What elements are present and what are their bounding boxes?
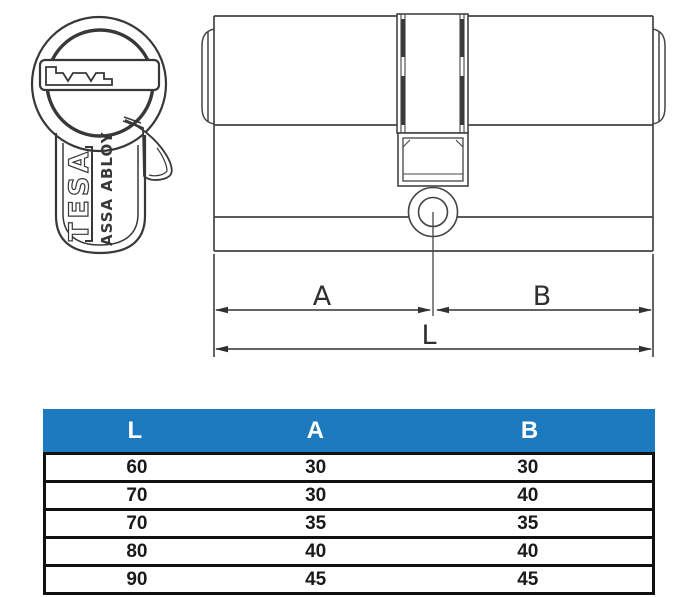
cylinder-left-cap xyxy=(201,28,215,125)
table-row: 60 30 30 xyxy=(46,455,652,483)
cylinder-side-view xyxy=(201,13,666,316)
cell-b: 35 xyxy=(517,513,539,534)
cell-a: 40 xyxy=(305,541,327,562)
cam-ring-slots xyxy=(401,19,464,125)
header-cell-b: B xyxy=(520,416,539,444)
cell-b: 45 xyxy=(517,569,539,590)
key-blade-tip xyxy=(124,119,173,181)
table-row: 80 40 40 xyxy=(46,539,652,567)
dimension-labels: A B L xyxy=(313,281,552,351)
dim-label-a: A xyxy=(313,281,332,312)
dimension-arrowheads xyxy=(215,306,652,353)
cell-b: 40 xyxy=(517,541,539,562)
size-table-body: 60 30 30 70 30 40 70 35 35 80 40 40 90 4 xyxy=(43,452,655,595)
tesa-logo-underline xyxy=(85,146,93,242)
size-table: L A B 60 30 30 70 30 40 70 35 35 80 40 xyxy=(43,409,655,595)
table-row: 70 30 40 xyxy=(46,483,652,511)
size-table-header-row: L A B xyxy=(43,409,655,452)
dim-label-b: B xyxy=(533,281,552,312)
key-blade-shoulder-lines xyxy=(122,116,142,128)
cylinder-right-cap xyxy=(652,28,666,125)
header-cell-l: L xyxy=(127,416,143,444)
cam-ring-grooves xyxy=(400,14,465,133)
assa-abloy-text: ASSA ABLOY xyxy=(98,131,116,246)
key-bow-inner-outline xyxy=(62,143,139,246)
dimensions xyxy=(213,254,654,357)
cam-tail-detail xyxy=(402,139,464,175)
dim-label-l: L xyxy=(421,320,436,351)
table-row: 90 45 45 xyxy=(46,567,652,592)
keyway-slot xyxy=(38,58,161,92)
key-bow-outline xyxy=(54,133,147,255)
table-row: 70 35 35 xyxy=(46,511,652,539)
cylinder-face-outer-circle xyxy=(30,15,168,153)
cell-l: 70 xyxy=(126,513,148,534)
cam-tail xyxy=(397,132,469,187)
cell-l: 60 xyxy=(126,457,148,478)
key-blade-inner-line xyxy=(148,147,168,177)
cell-l: 90 xyxy=(126,569,148,590)
cell-b: 30 xyxy=(517,457,539,478)
cam-ring xyxy=(396,13,469,134)
key-bitting-profile xyxy=(45,66,113,86)
cell-b: 40 xyxy=(517,485,539,506)
cell-a: 30 xyxy=(305,457,327,478)
cell-a: 30 xyxy=(305,485,327,506)
cam-tail-inner xyxy=(402,137,464,182)
header-cell-a: A xyxy=(306,416,324,444)
key-front-view: TESA ASSA ABLOY xyxy=(30,15,173,255)
tesa-logo-text: TESA xyxy=(64,148,95,241)
cell-a: 35 xyxy=(305,513,327,534)
cell-a: 45 xyxy=(305,569,327,590)
cell-l: 80 xyxy=(126,541,148,562)
cell-l: 70 xyxy=(126,485,148,506)
technical-drawing: TESA ASSA ABLOY xyxy=(30,13,666,357)
